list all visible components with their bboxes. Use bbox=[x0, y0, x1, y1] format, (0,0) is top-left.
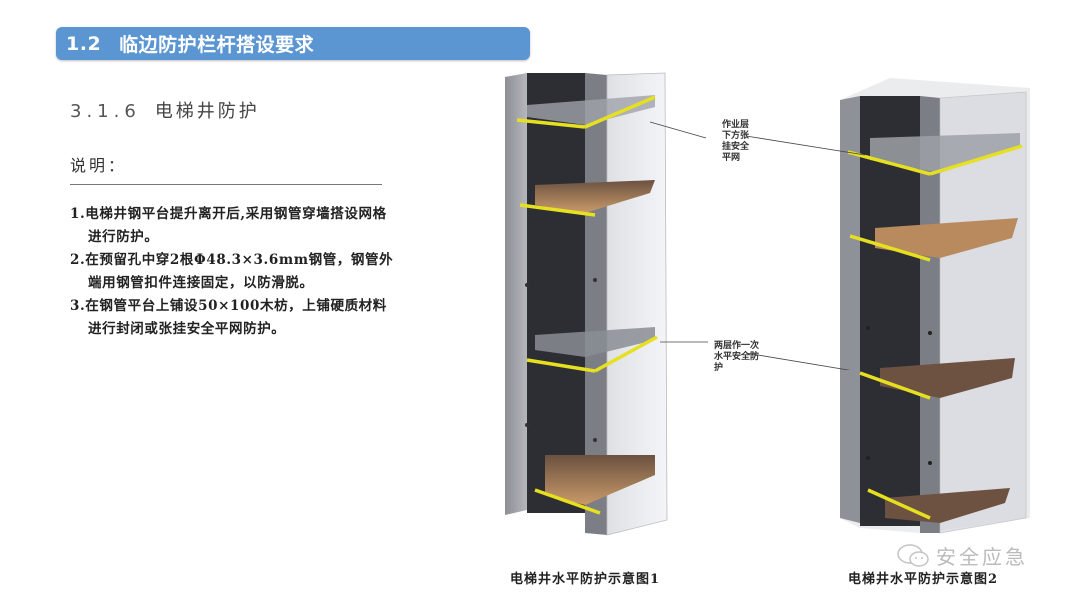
callout-top: 作业层 下方张 挂安全 平网 bbox=[722, 120, 749, 164]
callout-line: 作业层 bbox=[722, 120, 750, 130]
elevator-shaft-diagram-1 bbox=[505, 72, 668, 536]
note-item: 2.在预留孔中穿2根Φ48.3×3.6mm钢管，钢管外端用钢管扣件连接固定，以防… bbox=[70, 252, 394, 291]
callout-line: 水平安全防 bbox=[714, 352, 760, 362]
subsection-number: 3.1.6 bbox=[70, 101, 141, 122]
subsection-heading: 3.1.6 电梯井防护 bbox=[70, 97, 260, 123]
callout-line: 挂安全 bbox=[722, 142, 750, 152]
subsection-title: 电梯井防护 bbox=[154, 101, 260, 122]
callout-leader-lines bbox=[650, 121, 866, 370]
watermark-text: 安全应急 bbox=[936, 545, 1028, 569]
watermark: 安全应急 bbox=[896, 541, 1028, 570]
wechat-icon bbox=[897, 543, 929, 567]
description-label: 说明： bbox=[70, 156, 128, 175]
divider bbox=[70, 184, 382, 185]
notes-list: 1.电梯井钢平台提升离开后,采用钢管穿墙搭设网格进行防护。 2.在预留孔中穿2根… bbox=[70, 203, 400, 341]
section-header-bar: 1.2 临边防护栏杆搭设要求 bbox=[56, 27, 530, 60]
figure-1-caption: 电梯井水平防护示意图1 bbox=[510, 572, 661, 587]
note-item: 1.电梯井钢平台提升离开后,采用钢管穿墙搭设网格进行防护。 bbox=[70, 206, 387, 245]
figure-2-caption: 电梯井水平防护示意图2 bbox=[848, 572, 999, 587]
callout-line: 两层作一次 bbox=[714, 341, 760, 351]
callout-line: 平网 bbox=[722, 153, 741, 163]
header-number: 1.2 bbox=[66, 32, 102, 55]
callout-middle: 两层作一次 水平安全防 护 bbox=[714, 341, 759, 374]
callout-line: 护 bbox=[714, 363, 724, 373]
callout-line: 下方张 bbox=[722, 131, 750, 141]
header-title: 临边防护栏杆搭设要求 bbox=[119, 34, 315, 56]
note-item: 3.在钢管平台上铺设50×100木枋，上铺硬质材料进行封闭或张挂安全平网防护。 bbox=[70, 298, 387, 337]
elevator-shaft-diagram-2 bbox=[840, 78, 1030, 534]
